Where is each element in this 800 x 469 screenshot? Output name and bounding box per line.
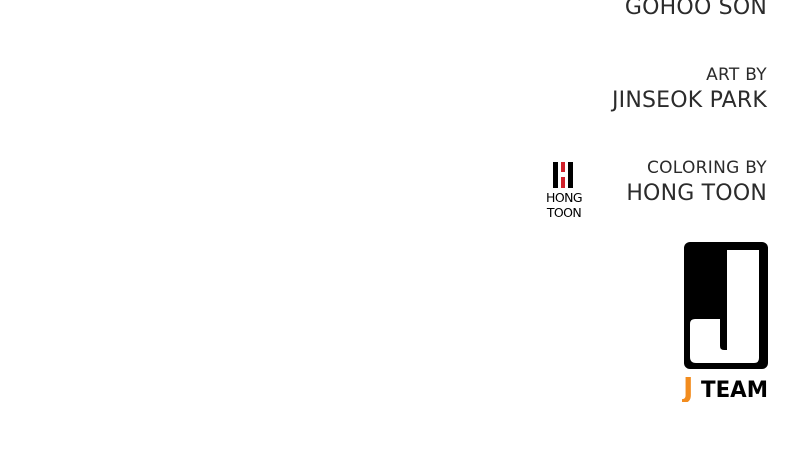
art-credit: ART BY JINSEOK PARK: [612, 67, 767, 112]
art-role-label: ART BY: [706, 65, 767, 85]
hong-toon-logo-line1: HONG: [546, 190, 582, 205]
art-author-name: JINSEOK PARK: [611, 88, 767, 113]
coloring-role-label: COLORING BY: [646, 158, 767, 178]
coloring-credit: COLORING BY HONG TOON: [626, 160, 767, 205]
coloring-author-name: HONG TOON: [626, 181, 767, 206]
hong-toon-logo: HONG TOON: [546, 162, 583, 220]
jteam-logo-word: TEAM: [701, 378, 768, 402]
story-author-name: GOHOO SON: [624, 0, 767, 20]
jteam-logo: J TEAM: [682, 242, 768, 402]
story-credit: GOHOO SON: [625, 0, 767, 19]
jteam-mark-icon: [684, 242, 768, 369]
hong-toon-mark-icon: [553, 162, 573, 188]
hong-toon-logo-line2: TOON: [546, 205, 582, 220]
jteam-logo-letter: J: [682, 371, 693, 402]
